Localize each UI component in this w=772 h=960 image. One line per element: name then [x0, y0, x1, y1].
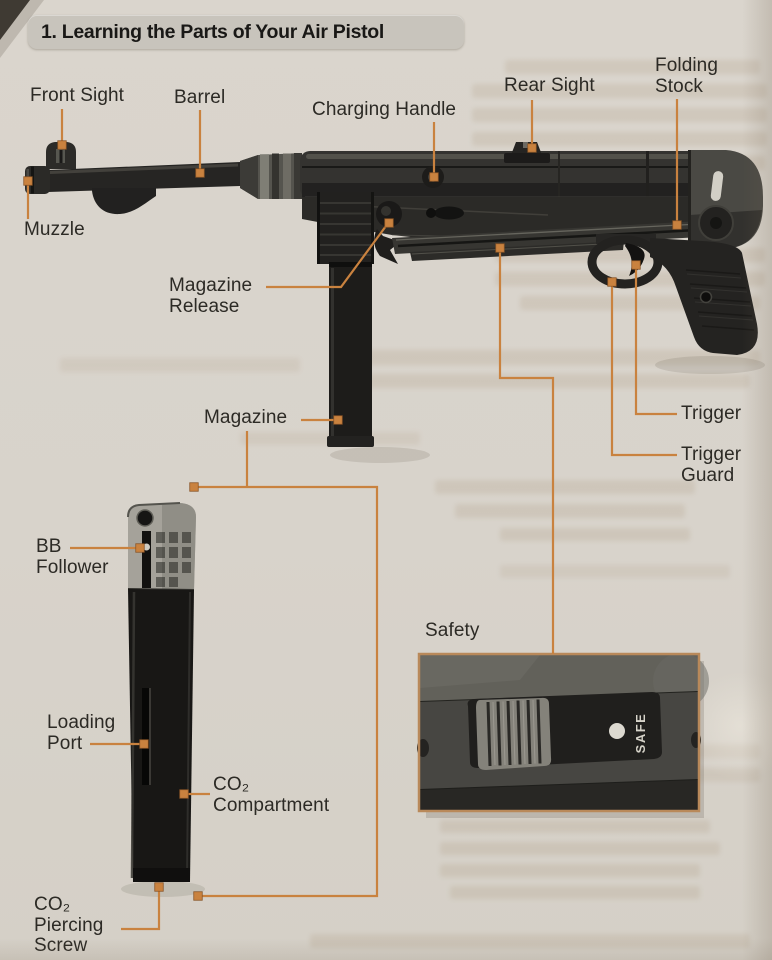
safe-indicator-dot: [609, 723, 625, 739]
front-sight-part: [46, 142, 76, 169]
label-barrel: Barrel: [174, 87, 226, 108]
magazine-body: [128, 589, 194, 882]
label-magazine: Magazine: [204, 407, 288, 428]
label-loading-port: Loading Port: [47, 712, 116, 754]
magazine-release-knob: [376, 201, 402, 227]
leader-lines: [26, 99, 679, 931]
magazine-part: [327, 262, 374, 447]
magazine-follower-housing: [127, 502, 196, 591]
safety-closeup-photo: SAFE: [417, 652, 709, 818]
air-pistol-illustration: [25, 142, 763, 447]
page-corner-shadow: [0, 0, 44, 58]
pistol-grip: [650, 238, 758, 355]
leader-magazine-closeup: [198, 485, 379, 898]
label-rear-sight: Rear Sight: [504, 75, 595, 96]
sling-hook: [374, 229, 400, 264]
loading-port-slot: [142, 688, 149, 785]
label-magazine-release: Magazine Release: [169, 275, 253, 317]
label-folding-stock: Folding Stock: [655, 55, 719, 97]
section-title-bar: 1. Learning the Parts of Your Air Pistol: [28, 15, 464, 49]
label-trigger-guard: Trigger Guard: [681, 444, 742, 486]
label-trigger: Trigger: [681, 403, 742, 424]
magazine-closeup-illustration: [127, 502, 196, 882]
bb-follower-detail: [143, 543, 150, 551]
label-muzzle: Muzzle: [24, 219, 85, 240]
label-bb-follower: BB Follower: [36, 536, 109, 578]
label-co2-piercing-screw: CO₂ Piercing Screw: [34, 894, 104, 956]
folding-stock-part: [392, 150, 763, 261]
leader-safety: [498, 252, 555, 654]
safe-marking: SAFE: [633, 713, 648, 754]
label-safety: Safety: [425, 620, 480, 641]
trigger-blade: [625, 243, 645, 276]
magazine-housing: [317, 192, 374, 264]
safety-photo-frame: [417, 652, 701, 813]
leader-magazine-release: [266, 225, 387, 289]
trigger-guard-ring: [587, 234, 663, 289]
safety-slider: [476, 697, 552, 770]
barrel-rest-fin: [92, 188, 156, 215]
label-charging-handle: Charging Handle: [312, 99, 457, 120]
leader-trigger-guard: [610, 286, 677, 457]
label-front-sight: Front Sight: [30, 85, 125, 106]
barrel-part: [48, 162, 240, 215]
label-co2-compartment: CO₂ Compartment: [213, 774, 330, 816]
section-title: 1. Learning the Parts of Your Air Pistol: [41, 20, 385, 43]
leader-trigger: [634, 269, 677, 416]
leader-co2-piercing-screw: [121, 891, 161, 931]
barrel-collar: [240, 153, 302, 199]
leader-markers: [23, 140, 682, 901]
receiver-tube: [300, 151, 702, 198]
